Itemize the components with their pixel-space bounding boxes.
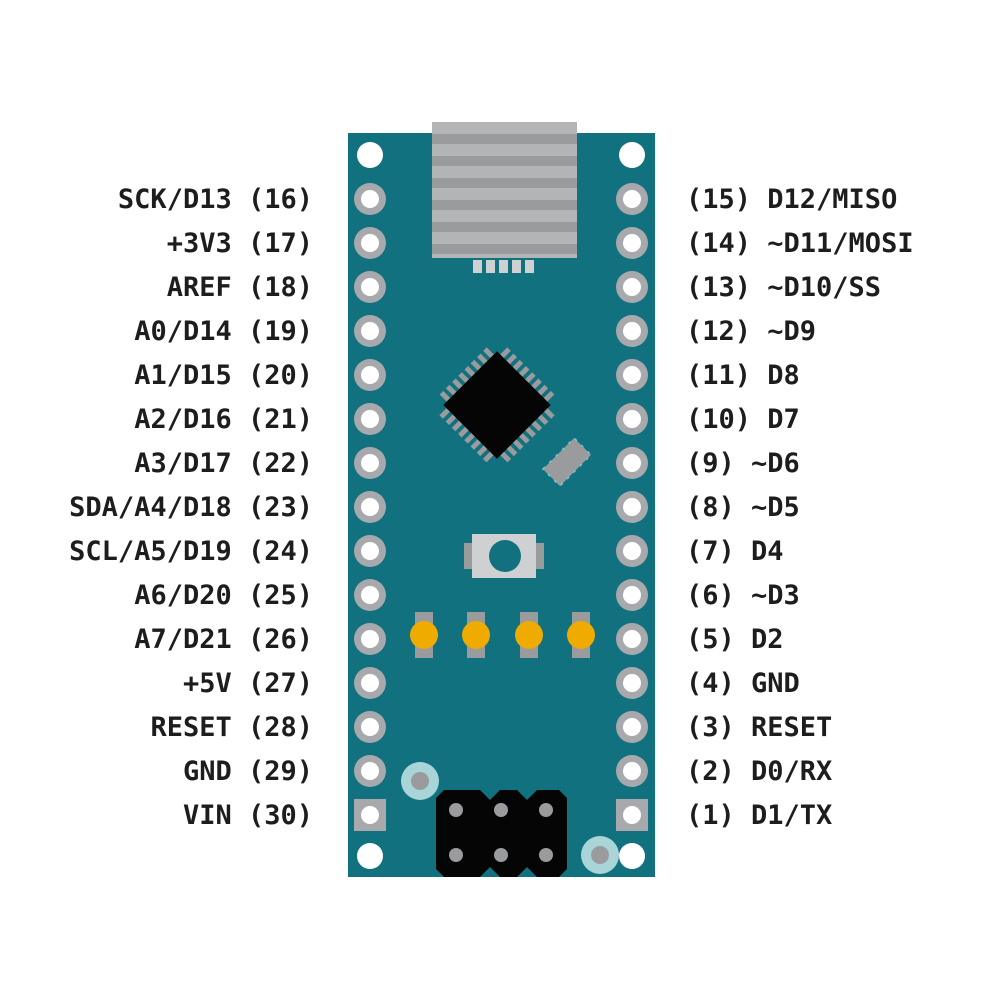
pin-label: +3V3 (17)	[167, 228, 313, 259]
pin-label: (1) D1/TX	[686, 800, 832, 831]
mounting-hole	[401, 762, 439, 800]
pin-label: A0/D14 (19)	[134, 316, 313, 347]
pin-label: (15) D12/MISO	[686, 184, 897, 215]
pin-pad	[354, 711, 386, 743]
pin-pad	[616, 447, 648, 479]
pin-pad	[354, 667, 386, 699]
pin-pad	[354, 799, 386, 831]
leds	[410, 612, 595, 658]
pin-pad	[616, 491, 648, 523]
pin-label: A7/D21 (26)	[134, 624, 313, 655]
icsp-pin	[539, 803, 553, 817]
pin-pad	[616, 271, 648, 303]
pin-pad	[616, 403, 648, 435]
pin-pad	[616, 755, 648, 787]
pin-pad	[354, 447, 386, 479]
led	[567, 612, 595, 658]
pin-pad	[354, 227, 386, 259]
pin-label: SCK/D13 (16)	[118, 184, 313, 215]
usb-connector	[432, 122, 577, 273]
pin-label: (13) ~D10/SS	[686, 272, 881, 303]
usb-pin	[473, 260, 482, 273]
pin-label: (14) ~D11/MOSI	[686, 228, 914, 259]
pin-label: SDA/A4/D18 (23)	[69, 492, 313, 523]
pin-pad	[616, 711, 648, 743]
usb-pin	[512, 260, 521, 273]
pin-pad	[354, 271, 386, 303]
pin-label: A1/D15 (20)	[134, 360, 313, 391]
led	[515, 612, 543, 658]
usb-pin	[486, 260, 495, 273]
board	[348, 122, 655, 877]
led	[410, 612, 438, 658]
pin-label: AREF (18)	[167, 272, 313, 303]
pin-label: (6) ~D3	[686, 580, 800, 611]
right-pin-labels: (15) D12/MISO (14) ~D11/MOSI (13) ~D10/SS (…	[686, 184, 914, 831]
usb-pin	[499, 260, 508, 273]
pin-pad	[354, 183, 386, 215]
icsp-pin	[494, 803, 508, 817]
pin-pad	[354, 491, 386, 523]
pin-pad	[616, 579, 648, 611]
corner-hole	[619, 843, 645, 869]
icsp-pin	[494, 848, 508, 862]
pin-pad	[616, 667, 648, 699]
pin-label: A6/D20 (25)	[134, 580, 313, 611]
pin-label: (3) RESET	[686, 712, 832, 743]
pin-pad	[354, 403, 386, 435]
pin-pad	[616, 535, 648, 567]
left-pin-labels: SCK/D13 (16) +3V3 (17) AREF (18) A0/D14 (19…	[69, 184, 313, 831]
pin-label: SCL/A5/D19 (24)	[69, 536, 313, 567]
icsp-pin	[449, 848, 463, 862]
pin-pad	[354, 535, 386, 567]
pin-pad	[354, 359, 386, 391]
pin-label: (9) ~D6	[686, 448, 800, 479]
pin-label: (12) ~D9	[686, 316, 816, 347]
corner-hole	[357, 843, 383, 869]
led	[462, 612, 490, 658]
pin-pad	[616, 623, 648, 655]
pin-label: VIN (30)	[183, 800, 313, 831]
usb-pin	[525, 260, 534, 273]
pin-label: (7) D4	[686, 536, 784, 567]
pin-pad	[354, 579, 386, 611]
pin-label: (10) D7	[686, 404, 800, 435]
microcontroller-chip	[439, 347, 555, 463]
pin-pad	[616, 315, 648, 347]
pin-label: A2/D16 (21)	[134, 404, 313, 435]
pin-pad	[616, 227, 648, 259]
pin-label: (2) D0/RX	[686, 756, 832, 787]
pin-label: A3/D17 (22)	[134, 448, 313, 479]
pin-pad	[616, 183, 648, 215]
pin-label: RESET (28)	[150, 712, 313, 743]
icsp-pin	[449, 803, 463, 817]
pin-pad	[354, 755, 386, 787]
pin-pads	[354, 142, 648, 869]
icsp-header	[436, 790, 567, 877]
reset-button[interactable]	[464, 534, 544, 578]
corner-hole	[619, 142, 645, 168]
pin-label: (5) D2	[686, 624, 784, 655]
pin-pad	[616, 359, 648, 391]
pin-pad	[616, 799, 648, 831]
pin-label: +5V (27)	[183, 668, 313, 699]
icsp-pin	[539, 848, 553, 862]
pin-label: (8) ~D5	[686, 492, 800, 523]
pin-pad	[354, 315, 386, 347]
pin-label: (4) GND	[686, 668, 800, 699]
mounting-hole	[581, 836, 619, 874]
pin-pad	[354, 623, 386, 655]
corner-hole	[357, 142, 383, 168]
pin-label: GND (29)	[183, 756, 313, 787]
small-chip	[541, 436, 593, 488]
pin-label: (11) D8	[686, 360, 800, 391]
